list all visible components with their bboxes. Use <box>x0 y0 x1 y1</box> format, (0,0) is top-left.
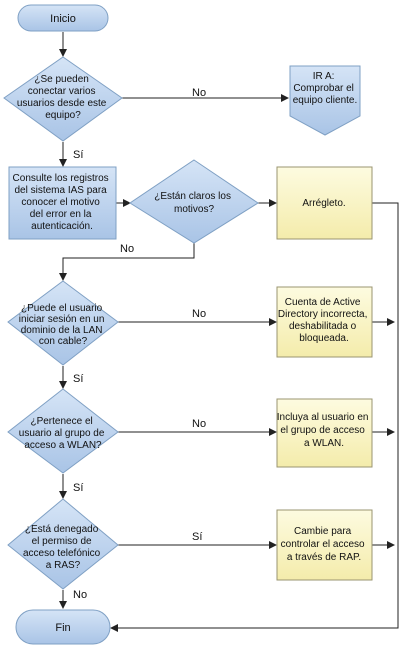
end-terminal: Fin <box>15 609 111 645</box>
end-label: Fin <box>55 622 70 634</box>
decision-ras-denied: ¿Está denegado el permiso de acceso tele… <box>7 498 119 590</box>
action-ad-account: Cuenta de Active Directory incorrecta, d… <box>276 286 373 358</box>
action-text: Incluya al usuario en el grupo de acceso… <box>277 412 372 449</box>
decision-text: ¿Están claros los motivos? <box>154 191 233 215</box>
decision-text: ¿Está denegado el permiso de acceso tele… <box>23 524 103 571</box>
connectors <box>59 32 399 632</box>
edge-label-si: Sí <box>192 531 202 543</box>
action-text: Cambie para controlar el acceso a través… <box>281 526 368 563</box>
edge-label-no: No <box>192 87 206 99</box>
offpage-text: IR A: Comprobar el equipo cliente. <box>293 71 358 106</box>
decision-lan-logon: ¿Puede el usuario iniciar sesión en un d… <box>7 280 119 366</box>
action-text: Cuenta de Active Directory incorrecta, d… <box>278 297 370 344</box>
edge-label-no: No <box>192 308 206 320</box>
action-text: Arrégleto. <box>302 198 345 209</box>
decision-text: ¿Pertenece el usuario al grupo de acceso… <box>19 416 107 451</box>
action-add-to-wlan-group: Incluya al usuario en el grupo de acceso… <box>276 398 373 468</box>
edge-label-no: No <box>120 243 134 255</box>
offpage-connector: IR A: Comprobar el equipo cliente. <box>289 65 361 136</box>
start-terminal: Inicio <box>17 4 109 32</box>
decision-wlan-group: ¿Pertenece el usuario al grupo de acceso… <box>7 388 119 474</box>
process-text: Consulte los registros del sistema IAS p… <box>13 173 112 232</box>
edge-label-no: No <box>192 418 206 430</box>
edge-label-si: Sí <box>73 149 83 161</box>
process-check-ias-logs: Consulte los registros del sistema IAS p… <box>8 166 117 240</box>
decision-multiple-users: ¿Se pueden conectar varios usuarios desd… <box>3 56 123 142</box>
edge-label-si: Sí <box>73 373 83 385</box>
edge-label-no: No <box>73 589 87 601</box>
start-label: Inicio <box>50 13 76 25</box>
action-rap-control: Cambie para controlar el acceso a través… <box>276 509 373 581</box>
decision-text: ¿Puede el usuario iniciar sesión en un d… <box>19 303 107 347</box>
decision-reasons-clear: ¿Están claros los motivos? <box>129 159 259 244</box>
edge-label-si: Sí <box>73 482 83 494</box>
decision-text: ¿Se pueden conectar varios usuarios desd… <box>17 74 109 121</box>
action-fix-it: Arrégleto. <box>276 166 373 240</box>
